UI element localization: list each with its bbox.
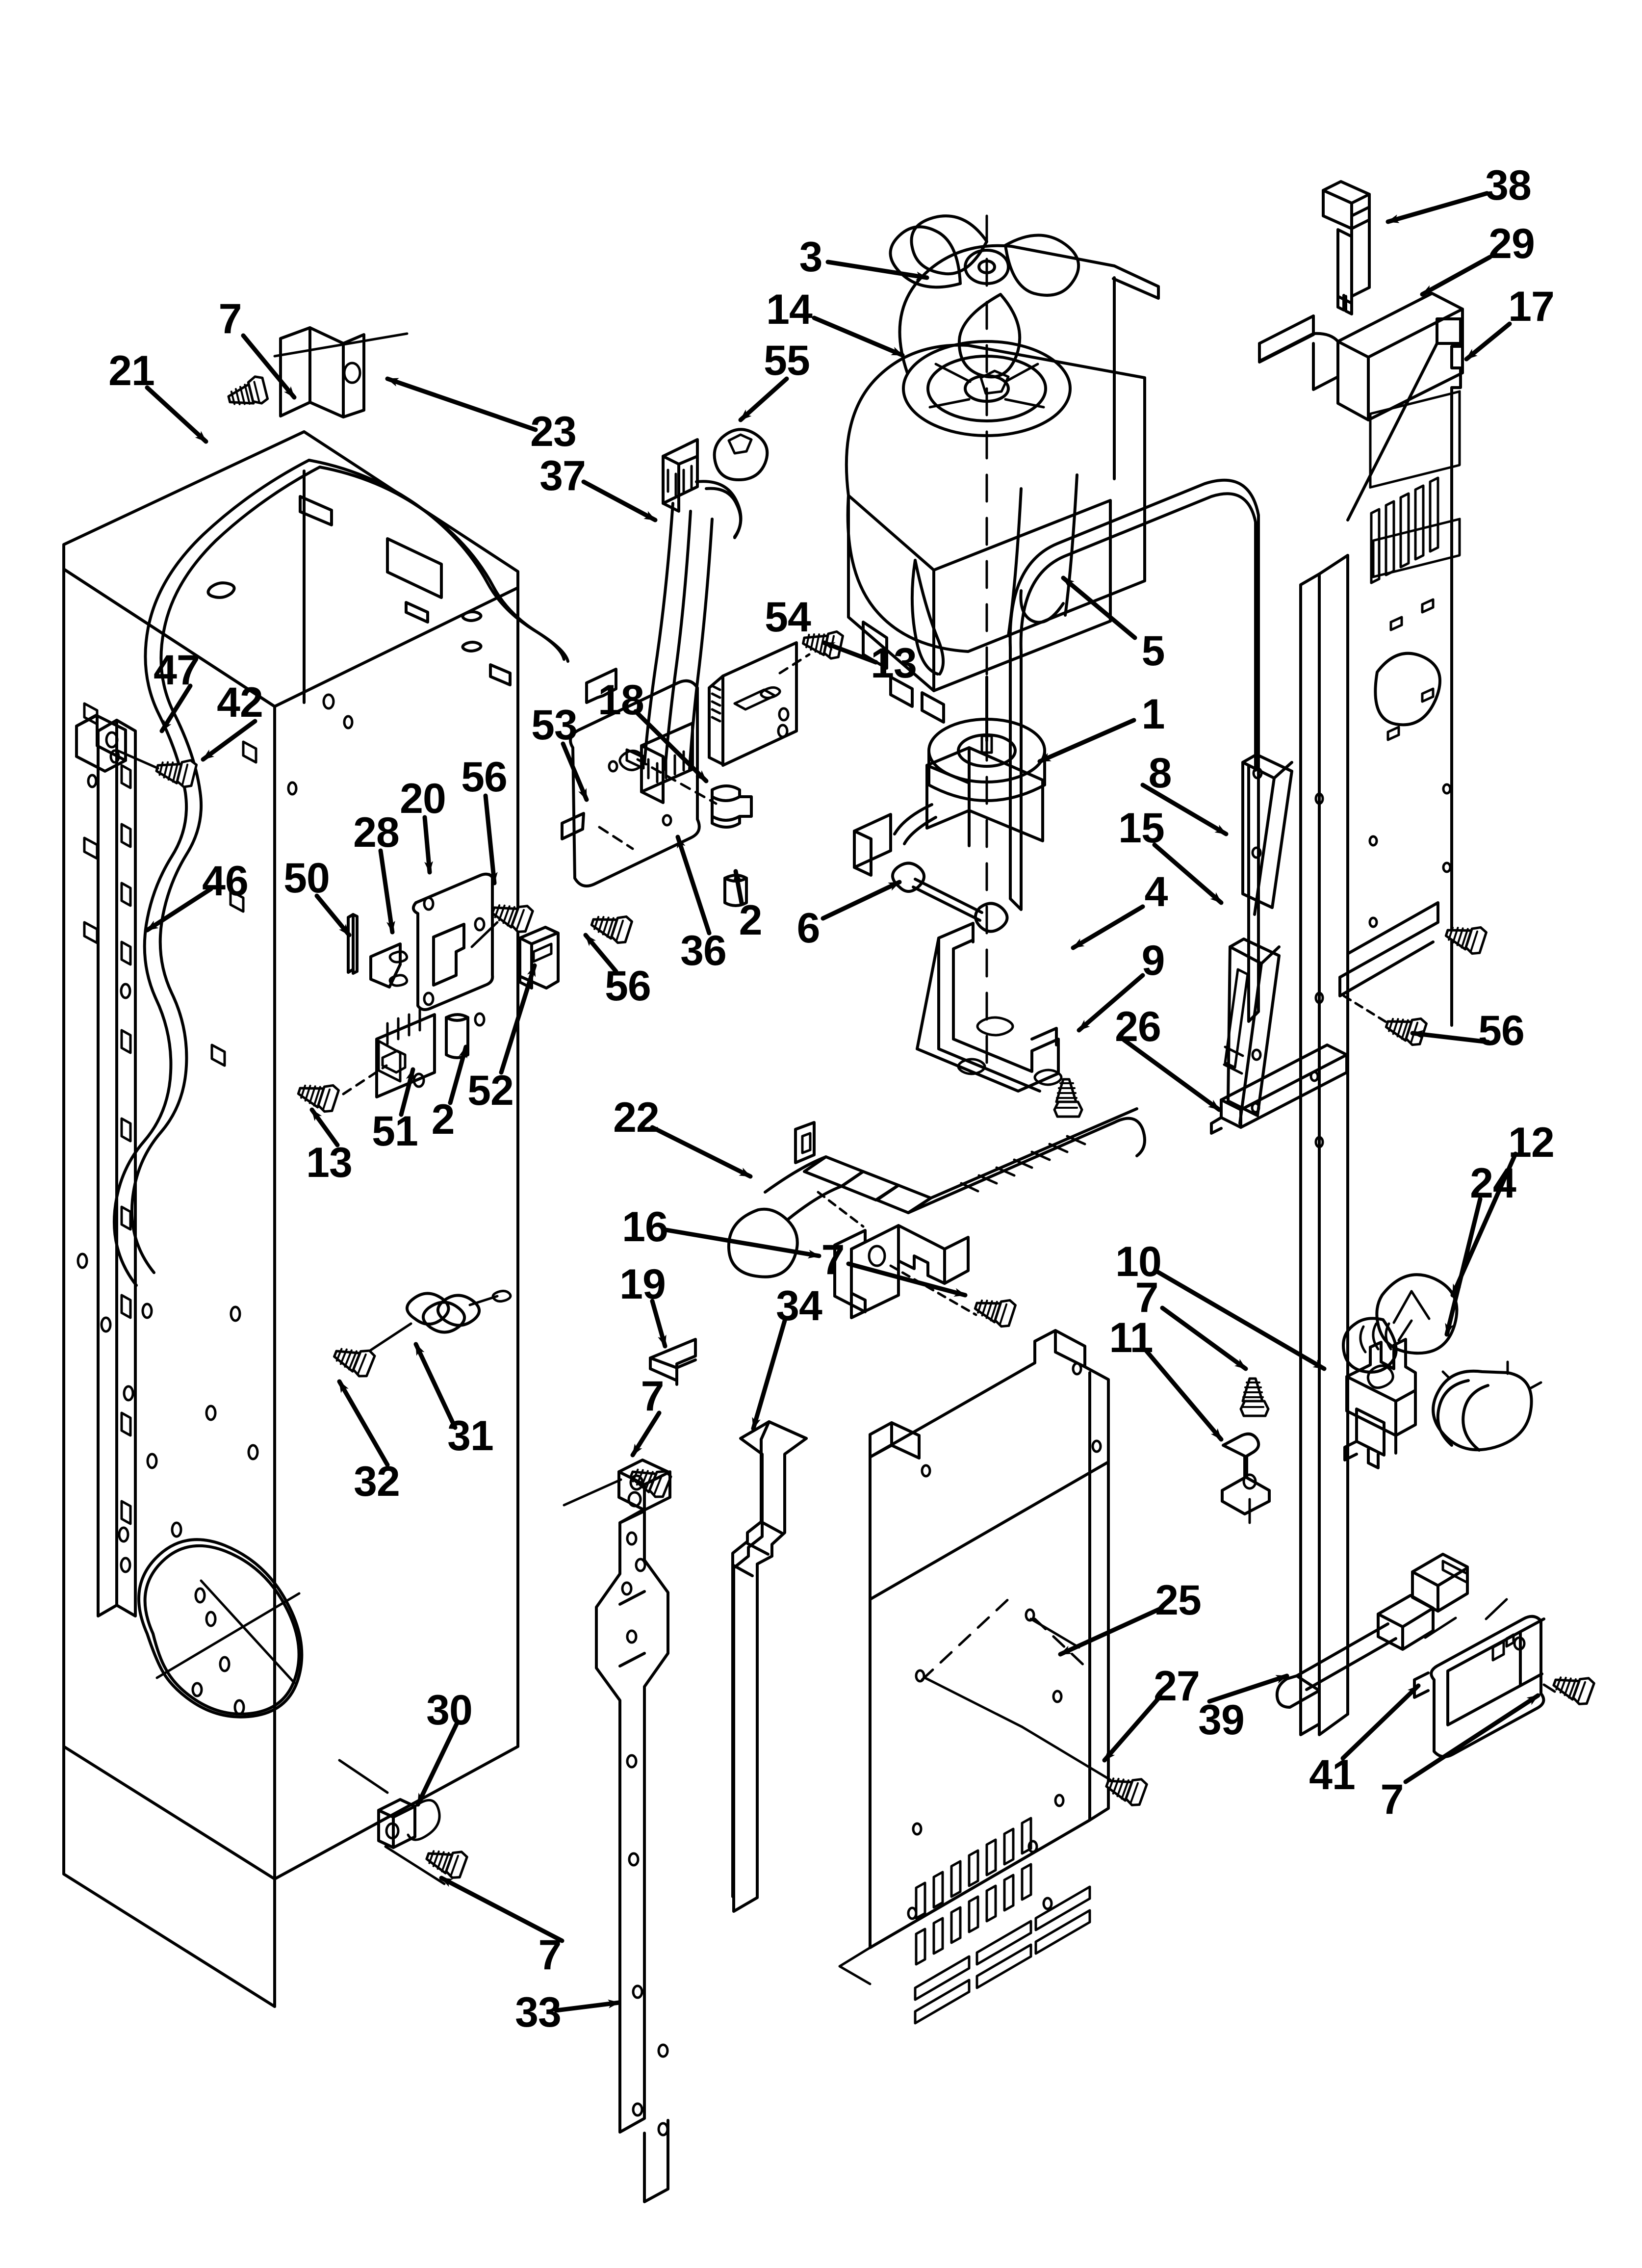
callout-number: 6 [796,905,821,952]
callout-number: 23 [530,408,577,455]
callout-number: 20 [400,775,446,822]
callout-number: 4 [1144,868,1168,915]
evaporator-motor-1 [853,676,1046,877]
callout-number: 36 [680,927,727,974]
leader-lines [145,191,1540,2013]
bulb-12 [1342,1273,1459,1374]
callout-number: 2 [431,1096,455,1143]
callout-number: 16 [622,1203,668,1251]
callout-number: 41 [1309,1751,1356,1799]
hinge-pillar-33 [563,1459,671,2203]
grille-panel-25 [838,1329,1148,2025]
callout-number: 27 [1154,1663,1200,1710]
callout-number: 10 [1115,1238,1162,1285]
callout-number: 7 [821,1236,845,1283]
callout-number: 46 [202,858,249,905]
callout-number: 7 [538,1931,562,1979]
callout-number: 51 [372,1108,418,1155]
callout-number: 3 [799,234,823,281]
callout-number: 25 [1155,1577,1202,1624]
switch-41 [1413,1598,1595,1758]
lead-39 [1275,1553,1469,1709]
clamp-11 [1221,1379,1271,1524]
top-corner-bracket [226,326,409,418]
callout-number: 14 [766,286,813,333]
callout-number: 37 [539,452,586,499]
callout-number: 56 [461,754,508,801]
cabinet-shell [62,430,569,2008]
callout-number: 39 [1198,1696,1245,1744]
callout-number: 7 [1380,1776,1404,1823]
motor-link-rod-6 [891,861,1009,933]
motor-bracket-4 [916,922,1082,1117]
grommet-31 [331,1289,512,1379]
callout-number: 21 [108,347,155,394]
callout-number: 31 [447,1412,494,1460]
callout-number: 2 [739,897,763,944]
callout-number: 19 [619,1261,666,1308]
callout-number: 12 [1508,1119,1555,1166]
small-hardware-left [296,872,560,1114]
callout-number: 7 [1135,1274,1159,1321]
callout-number: 24 [1470,1160,1516,1207]
fan-blade-3 [889,214,1080,379]
callout-number: 50 [283,855,330,902]
callout-number: 18 [598,677,644,724]
callout-number: 55 [764,337,810,384]
condenser-grid-5 [1008,478,1260,1023]
callout-number: 9 [1141,937,1165,984]
clip-38 [1322,180,1371,315]
callout-number: 29 [1488,220,1535,267]
side-rail-15 [1223,938,1281,1125]
callout-number: 26 [1115,1003,1161,1050]
callout-number: 1 [1141,691,1165,738]
lamp-cover-24 [1432,1360,1542,1452]
fan-shroud-14 [845,214,1160,1069]
callout-number: 15 [1118,805,1165,852]
callout-number: 22 [613,1094,660,1141]
callout-number: 56 [605,963,651,1010]
callout-number: 56 [1478,1007,1525,1054]
shim-19 [627,1338,697,1499]
callout-number: 52 [467,1067,514,1114]
callout-number: 53 [531,702,578,749]
callout-number: 54 [765,594,811,641]
callout-number: 7 [218,295,242,342]
callout-number: 28 [353,809,400,856]
clip-30 [338,1759,468,1885]
wire-harness-37 [640,428,769,804]
lamp-socket-10 [1343,1338,1417,1469]
callout-number: 34 [776,1282,822,1330]
callout-number: 11 [1109,1314,1154,1361]
callout-number: 33 [515,1989,562,2036]
kick-strip-26 [1210,1043,1348,1135]
shelf-rail-assembly [75,693,354,1617]
bar-29 [1258,292,1464,421]
bracket-16 [817,1191,1016,1329]
callout-number: 38 [1485,162,1532,209]
callout-number: 47 [154,647,200,694]
callout-number: 42 [217,679,263,726]
callout-number: 8 [1148,750,1172,797]
callout-number: 5 [1141,627,1165,675]
callout-number: 32 [354,1458,400,1505]
callout-number: 13 [306,1139,353,1186]
callout-number: 7 [641,1373,665,1420]
callout-number: 13 [871,640,917,687]
liner-panel-17 [1299,317,1487,1736]
callout-number: 30 [426,1687,473,1734]
bracket-53 [561,668,753,945]
callout-number: 17 [1508,283,1555,330]
control-board-54 [708,626,844,767]
side-rail-8 [1241,753,1293,916]
trim-strip-34 [731,1420,808,1913]
